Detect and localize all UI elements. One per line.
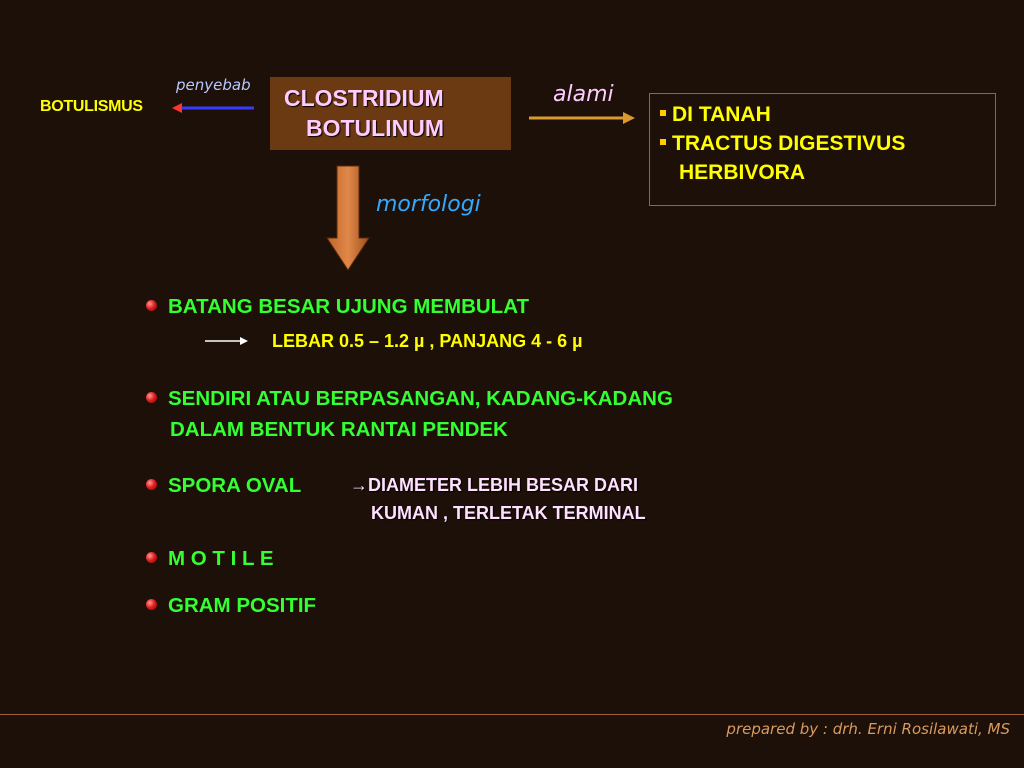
nature-label: alami [553,82,614,107]
bullet-icon [146,392,157,403]
botulismus-label: BOTULISMUS [40,98,143,115]
organism-name-line1: CLOSTRIDIUM [284,85,444,111]
down-arrow-icon [326,165,370,271]
left-arrow-icon [172,103,254,113]
spore-detail-line2: KUMAN , TERLETAK TERMINAL [371,503,646,523]
size-detail: LEBAR 0.5 – 1.2 µ , PANJANG 4 - 6 µ [272,331,583,351]
spore-detail-line1: →DIAMETER LEBIH BESAR DARI [350,475,639,495]
habitat-item-continued: HERBIVORA [679,161,806,184]
organism-box: CLOSTRIDIUM BOTULINUM [270,77,511,150]
bullet-arrangement: SENDIRI ATAU BERPASANGAN, KADANG-KADANG [146,384,673,414]
right-arrow-icon [529,112,635,124]
bullet-arrangement-continued: DALAM BENTUK RANTAI PENDEK [170,418,508,441]
bullet-motile: M O T I L E [146,544,274,574]
arrow-glyph: → [350,475,368,495]
morphology-label: morfologi [376,192,481,217]
bullet-icon [146,552,157,563]
footer-credit: prepared by : drh. Erni Rosilawati, MS [726,720,1010,738]
small-right-arrow-icon [205,337,248,345]
square-bullet-icon [660,139,666,146]
bullet-icon [146,479,157,490]
habitat-item: TRACTUS DIGESTIVUS [660,129,985,158]
square-bullet-icon [660,110,666,117]
bullet-icon [146,300,157,311]
habitat-item: DI TANAH [660,100,985,129]
habitat-box: DI TANAH TRACTUS DIGESTIVUS HERBIVORA [649,93,996,206]
bullet-gram: GRAM POSITIF [146,591,316,621]
organism-name-line2: BOTULINUM [306,115,444,141]
cause-label: penyebab [176,76,251,94]
bullet-shape: BATANG BESAR UJUNG MEMBULAT [146,292,529,322]
bullet-spore: SPORA OVAL [146,471,301,501]
bullet-icon [146,599,157,610]
footer-divider [0,714,1024,715]
